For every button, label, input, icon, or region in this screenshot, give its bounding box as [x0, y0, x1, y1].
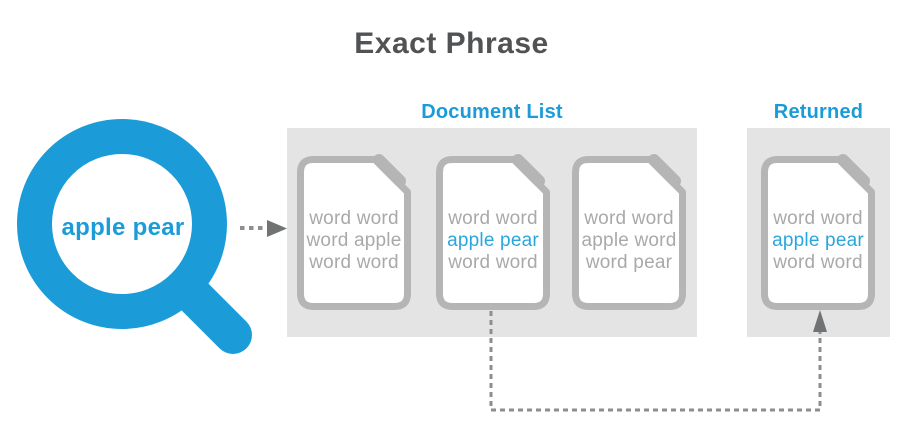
- document-list-panel: word word word apple word word word word…: [287, 128, 697, 337]
- document-list-label: Document List: [421, 101, 563, 123]
- query-to-list-arrow-icon: [240, 220, 287, 237]
- search-query-text: apple pear: [61, 214, 185, 241]
- document-line: apple word: [581, 230, 677, 251]
- document-icon: [297, 154, 411, 310]
- document-line: word word: [773, 208, 863, 229]
- returned-label: Returned: [773, 101, 864, 123]
- page-title: Exact Phrase: [354, 27, 549, 60]
- document-line: word word: [448, 208, 538, 229]
- document-line: word apple: [306, 230, 402, 251]
- document-icon: [572, 154, 686, 310]
- document-1-text: word word word apple word word: [297, 208, 411, 274]
- document-icon: [436, 154, 550, 310]
- returned-document-text: word word apple pear word word: [761, 208, 875, 274]
- document-line: word word: [448, 252, 538, 273]
- returned-document: word word apple pear word word: [761, 154, 875, 310]
- document-1: word word word apple word word: [297, 154, 411, 310]
- document-line: word word: [773, 252, 863, 273]
- document-line-match: apple pear: [447, 230, 539, 251]
- document-icon: [761, 154, 875, 310]
- document-2-text: word word apple pear word word: [436, 208, 550, 274]
- document-2-matching: word word apple pear word word: [436, 154, 550, 310]
- document-line-match: apple pear: [772, 230, 864, 251]
- document-3: word word apple word word pear: [572, 154, 686, 310]
- document-3-text: word word apple word word pear: [572, 208, 686, 274]
- document-line: word pear: [585, 252, 673, 273]
- document-line: word word: [309, 252, 399, 273]
- document-line: word word: [584, 208, 674, 229]
- returned-panel: word word apple pear word word: [747, 128, 890, 337]
- document-line: word word: [309, 208, 399, 229]
